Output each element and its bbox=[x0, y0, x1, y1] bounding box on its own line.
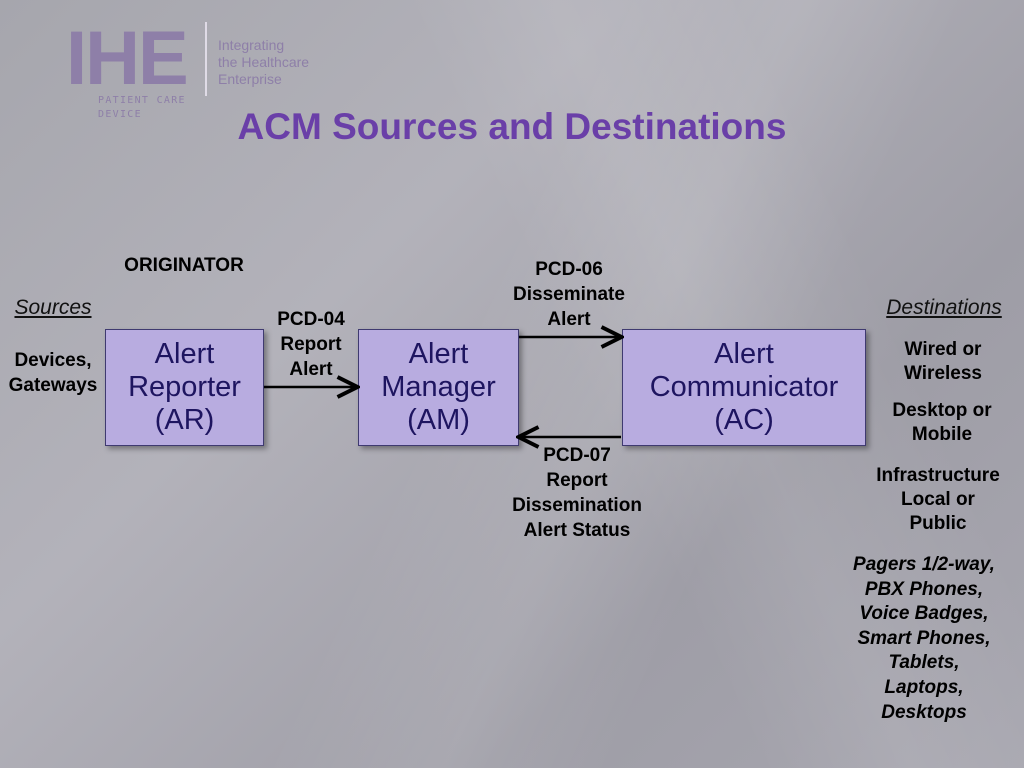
actor-label-line: Reporter bbox=[128, 371, 241, 403]
source-item: Gateways bbox=[8, 375, 98, 396]
source-item: Devices, bbox=[14, 350, 92, 371]
transaction-label-line: PCD-06 bbox=[535, 259, 603, 280]
device-item: Tablets, bbox=[888, 652, 960, 674]
actor-label-line: Communicator bbox=[649, 371, 839, 403]
logo-divider bbox=[205, 22, 207, 96]
actor-label-line: Manager bbox=[381, 371, 496, 403]
actor-label-line: (AC) bbox=[714, 404, 774, 436]
ihe-logo: IHE bbox=[66, 16, 189, 101]
sources-heading: Sources bbox=[14, 296, 92, 319]
logo-subtitle: PATIENT CARE DEVICE bbox=[98, 94, 208, 122]
destination-line: Public bbox=[909, 513, 967, 534]
destination-line: Wired or bbox=[904, 339, 982, 360]
alert-communicator-box: Alert Communicator (AC) bbox=[622, 329, 866, 446]
alert-reporter-box: Alert Reporter (AR) bbox=[105, 329, 264, 446]
actor-label-line: Alert bbox=[408, 338, 469, 370]
transaction-label-line: Alert bbox=[289, 359, 333, 380]
destination-group-infrastructure: Infrastructure Local or Public bbox=[858, 464, 1018, 536]
pcd07-label: PCD-07 Report Dissemination Alert Status bbox=[490, 443, 664, 543]
logo-tagline-line: Enterprise bbox=[218, 71, 282, 87]
transaction-label-line: PCD-07 bbox=[543, 445, 611, 466]
slide-title: ACM Sources and Destinations bbox=[0, 106, 1024, 148]
originator-label: ORIGINATOR bbox=[124, 255, 244, 276]
transaction-label-line: Alert Status bbox=[523, 520, 631, 541]
actor-label-line: Alert bbox=[714, 338, 774, 370]
transaction-label-line: Disseminate bbox=[513, 284, 625, 305]
logo-subtitle-line: PATIENT CARE bbox=[98, 95, 186, 106]
destination-device-list: Pagers 1/2-way, PBX Phones, Voice Badges… bbox=[830, 553, 1018, 725]
actor-label-line: (AM) bbox=[407, 404, 470, 436]
actor-label-line: Alert bbox=[154, 338, 215, 370]
device-item: Pagers 1/2-way, bbox=[853, 554, 995, 575]
transaction-label-line: Dissemination bbox=[512, 495, 642, 516]
sources-list: Devices, Gateways bbox=[0, 348, 106, 398]
destination-line: Local or bbox=[901, 489, 975, 510]
pcd06-label: PCD-06 Disseminate Alert bbox=[494, 257, 644, 332]
destinations-heading: Destinations bbox=[886, 296, 1002, 319]
destination-line: Desktop or bbox=[892, 400, 992, 421]
device-item: Desktops bbox=[881, 701, 967, 723]
alert-manager-box: Alert Manager (AM) bbox=[358, 329, 519, 446]
transaction-label-line: Report bbox=[280, 334, 342, 355]
destination-line: Wireless bbox=[904, 363, 982, 384]
device-item: Laptops, bbox=[884, 676, 964, 698]
logo-tagline: Integrating the Healthcare Enterprise bbox=[218, 37, 348, 88]
pcd04-label: PCD-04 Report Alert bbox=[266, 307, 356, 382]
logo-tagline-line: the Healthcare bbox=[218, 54, 310, 70]
device-item: Voice Badges, bbox=[859, 603, 989, 625]
destination-line: Infrastructure bbox=[876, 465, 1000, 486]
destination-group-connectivity: Wired or Wireless bbox=[866, 338, 1020, 386]
transaction-label-line: Alert bbox=[547, 309, 591, 330]
logo-subtitle-line: DEVICE bbox=[98, 109, 142, 120]
destination-group-form-factor: Desktop or Mobile bbox=[860, 399, 1024, 447]
device-item: PBX Phones, bbox=[864, 578, 984, 600]
destination-line: Mobile bbox=[911, 424, 973, 445]
slide-title-text: ACM Sources and Destinations bbox=[237, 106, 787, 147]
actor-label-line: (AR) bbox=[154, 404, 215, 436]
device-item: Smart Phones, bbox=[857, 627, 991, 649]
transaction-label-line: PCD-04 bbox=[277, 309, 345, 330]
logo-tagline-line: Integrating bbox=[218, 37, 285, 53]
transaction-label-line: Report bbox=[546, 470, 608, 491]
